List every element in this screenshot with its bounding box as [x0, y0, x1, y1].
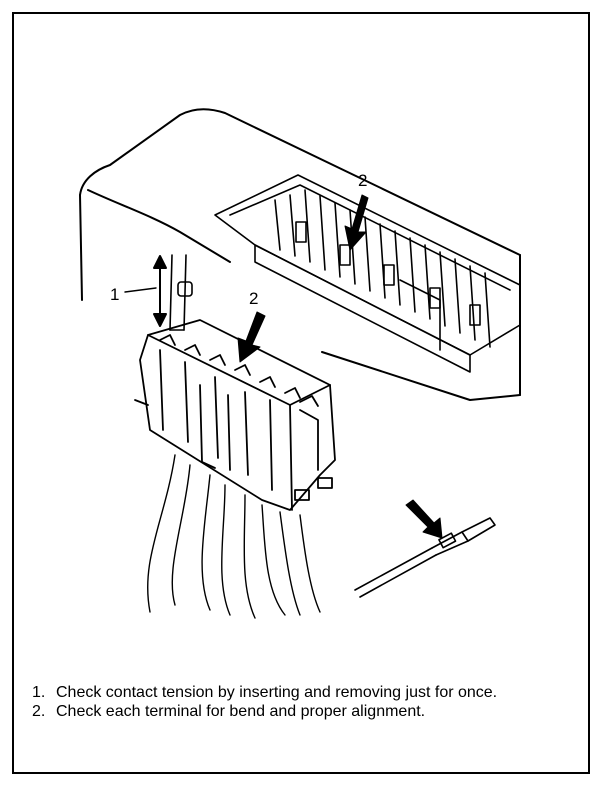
- lower-alignment-arrow: [237, 311, 266, 363]
- upper-alignment-arrow: [344, 194, 369, 251]
- loose-terminal: [354, 517, 496, 598]
- terminal-arrow: [405, 499, 443, 539]
- diagram-frame: [12, 12, 590, 774]
- note-number: 2.: [32, 703, 46, 720]
- probe-tool: [169, 254, 193, 331]
- note-number: 1.: [32, 684, 46, 701]
- callout-label-2-upper: 2: [358, 171, 368, 190]
- callout-leader-1: [124, 287, 157, 293]
- housing-socket: [214, 174, 521, 373]
- note-item: 1. Check contact tension by inserting an…: [24, 683, 564, 702]
- note-item: 2. Check each terminal for bend and prop…: [24, 702, 564, 721]
- wire-harness: [146, 454, 321, 619]
- harness-connector: [134, 319, 336, 511]
- control-module-housing: [79, 108, 521, 401]
- tension-double-arrow: [153, 255, 167, 327]
- callout-label-2-lower: 2: [249, 289, 259, 308]
- instruction-notes: 1. Check contact tension by inserting an…: [24, 683, 564, 721]
- callout-label-1: 1: [110, 285, 120, 304]
- note-text: Check each terminal for bend and proper …: [56, 703, 426, 720]
- note-text: Check contact tension by inserting and r…: [56, 684, 498, 701]
